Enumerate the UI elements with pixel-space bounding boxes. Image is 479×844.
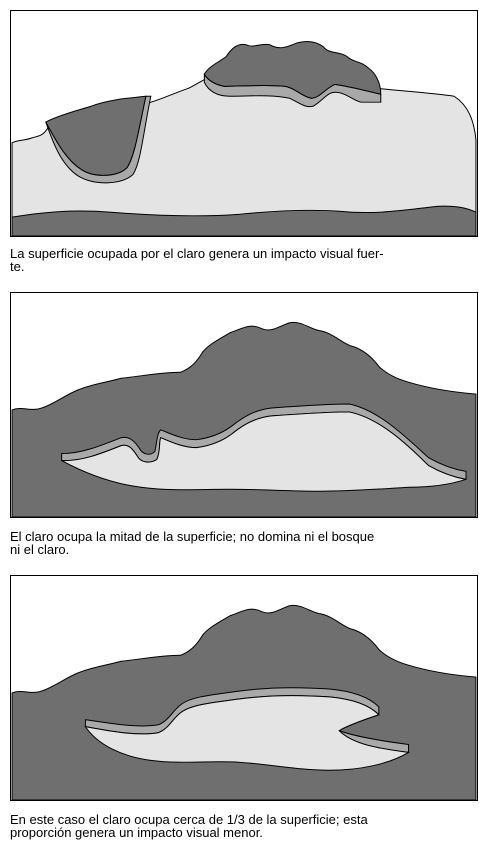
forest-strip-bottom (11, 205, 477, 236)
landscape-illustration-2 (11, 321, 477, 517)
caption-2: El claro ocupa la mitad de la superficie… (10, 529, 375, 557)
landscape-illustration-1 (11, 41, 477, 236)
caption-3: En este caso el claro ocupa cerca de 1/3… (10, 812, 368, 840)
diagram-panel-3 (10, 575, 478, 801)
clearing-area (84, 695, 411, 771)
clearing-area (61, 411, 467, 492)
caption-1: La superficie ocupada por el claro gener… (10, 246, 384, 274)
forest-patch-top (203, 41, 382, 99)
diagram-panel-1 (10, 10, 478, 237)
diagram-panel-2 (10, 292, 478, 518)
forest-patch-left (45, 95, 147, 176)
landscape-illustration-3 (11, 604, 477, 800)
